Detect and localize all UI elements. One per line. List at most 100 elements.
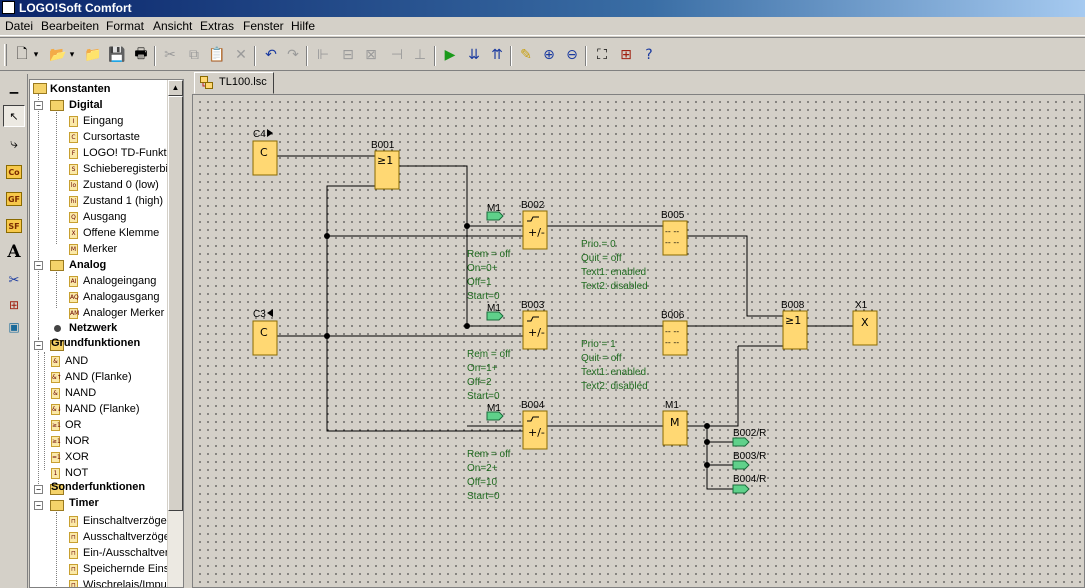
cut-connection-icon[interactable]: ✂ [8, 272, 20, 287]
connect-icon[interactable]: ⤷ [10, 134, 18, 151]
tree-item[interactable]: Ausschaltverzöge [83, 531, 170, 543]
wire[interactable] [687, 346, 739, 427]
block-body[interactable] [782, 310, 808, 350]
tree-item[interactable]: Offene Klemme [83, 227, 160, 239]
tree-item[interactable]: Speichernde Einsc [83, 563, 175, 575]
menu-hilfe[interactable]: Hilfe [291, 19, 316, 33]
zoom-in-icon[interactable]: ⊕ [543, 47, 555, 63]
select-icon[interactable]: ↖ [3, 105, 25, 127]
plc-icon[interactable]: ⊞ [8, 298, 20, 312]
block-body[interactable] [662, 320, 688, 356]
block-b004[interactable]: B004 +/- [521, 400, 548, 450]
toolbar-grip[interactable] [4, 44, 7, 66]
save-icon[interactable]: 💾 [108, 47, 126, 63]
block-m1[interactable]: M1 M [662, 400, 688, 446]
wire[interactable] [687, 235, 783, 317]
delete-icon[interactable]: ✕ [235, 47, 247, 63]
tree-item[interactable]: LOGO! TD-Funktio [83, 147, 176, 159]
block-b003[interactable]: B003 +/- [521, 300, 548, 350]
menu-format[interactable]: Format [106, 19, 145, 33]
collapse-icon[interactable]: − [34, 341, 43, 350]
block-body[interactable] [662, 410, 688, 446]
tree-item[interactable]: NAND (Flanke) [65, 403, 140, 415]
align-center-icon[interactable]: ⊟ [342, 47, 354, 63]
open-icon[interactable]: 📂 [49, 47, 67, 63]
flag-m1-a[interactable]: M1 [486, 203, 504, 221]
tree-item[interactable]: Analoger Merker [83, 307, 165, 319]
block-b006[interactable]: B006 -- -- -- -- [661, 310, 688, 356]
tree-timer[interactable]: Timer [69, 497, 99, 509]
collapse-icon[interactable]: − [34, 485, 43, 494]
wire[interactable] [687, 425, 733, 490]
reset-b004[interactable]: B004/R [732, 474, 766, 494]
tree-grundfunktionen-label[interactable]: Grundfunktionen [51, 337, 141, 349]
menu-ansicht[interactable]: Ansicht [153, 19, 193, 33]
tab-tl100[interactable]: TL100.lsc [194, 72, 274, 94]
tree-item[interactable]: OR [65, 419, 82, 431]
tree-scrollbar[interactable]: ▲ [167, 80, 183, 587]
constants-icon[interactable]: Co [3, 161, 25, 183]
tree-item[interactable]: NOR [65, 435, 90, 447]
highlight-icon[interactable]: ✎ [520, 47, 532, 63]
menu-datei[interactable]: Datei [5, 19, 34, 33]
block-b008[interactable]: B008 ≥1 [781, 300, 808, 350]
circuit-canvas[interactable]: C4 C C3 C B001 ≥1 M1 M1 M1 [192, 94, 1085, 588]
tree-item[interactable]: Ein-/Ausschaltver [83, 547, 169, 559]
block-body[interactable] [374, 150, 400, 190]
transfer-plc-pc-icon[interactable]: ⇈ [491, 47, 503, 63]
tree-item[interactable]: Analogeingang [83, 275, 157, 287]
tree-item[interactable]: Wischrelais/Impul [83, 579, 170, 588]
tree-item[interactable]: AND (Flanke) [65, 371, 132, 383]
tree-item[interactable]: Schieberegisterbi [83, 163, 168, 175]
collapse-icon[interactable]: − [34, 261, 43, 270]
block-b002[interactable]: B002 +/- [521, 200, 548, 250]
menu-fenster[interactable]: Fenster [243, 19, 284, 33]
cut-icon[interactable]: ✂ [164, 47, 176, 63]
align-top-icon[interactable]: ⊣ [390, 47, 404, 63]
tree-netzwerk[interactable]: Netzwerk [69, 322, 118, 334]
redo-icon[interactable]: ↷ [287, 47, 299, 63]
tree-analog[interactable]: Analog [69, 259, 107, 271]
align-left-icon[interactable]: ⊩ [316, 47, 330, 63]
block-x1[interactable]: X1 X [852, 300, 878, 346]
tree-item[interactable]: NAND [65, 387, 97, 399]
block-c3[interactable]: C3 C [252, 309, 278, 356]
open-recent-icon[interactable]: 📁 [84, 47, 102, 63]
copy-icon[interactable]: ⧉ [189, 47, 199, 63]
tree-item[interactable]: Zustand 1 (high) [83, 195, 164, 207]
zoom-out-icon[interactable]: ⊖ [566, 47, 578, 63]
reset-b002[interactable]: B002/R [732, 428, 766, 447]
tree-konstanten[interactable]: Konstanten [50, 83, 111, 95]
tree-item[interactable]: Cursortaste [83, 131, 140, 143]
tree-item[interactable]: AND [65, 355, 89, 367]
wire[interactable] [399, 165, 468, 325]
wire[interactable] [326, 185, 523, 432]
tree-item[interactable]: Analogausgang [83, 291, 160, 303]
tree-sonderfunktionen[interactable]: Sonderfunktionen [51, 481, 146, 493]
tree-item[interactable]: XOR [65, 451, 89, 463]
tree-item[interactable]: Ausgang [83, 211, 127, 223]
undo-icon[interactable]: ↶ [265, 47, 277, 63]
reset-b003[interactable]: B003/R [732, 451, 766, 470]
text-icon[interactable]: A [7, 242, 21, 262]
flag-m1-c[interactable]: M1 [486, 403, 504, 421]
block-body[interactable] [252, 140, 278, 176]
paste-icon[interactable]: 📋 [208, 47, 226, 63]
scroll-thumb[interactable] [168, 96, 183, 511]
scroll-up-icon[interactable]: ▲ [168, 80, 183, 96]
sf-icon[interactable]: SF [3, 215, 25, 237]
tree-item[interactable]: Einschaltverzöger [83, 515, 171, 527]
connector-icon[interactable]: ⊞ [620, 47, 632, 63]
menu-extras[interactable]: Extras [200, 19, 235, 33]
new-dropdown-icon[interactable]: ▾ [33, 50, 39, 60]
align-right-icon[interactable]: ⊠ [365, 47, 377, 63]
transfer-pc-plc-icon[interactable]: ⇊ [468, 47, 480, 63]
network-icon[interactable]: ▣ [8, 320, 20, 334]
panel-minimize-icon[interactable]: ▁ [9, 81, 19, 94]
tree-item[interactable]: Zustand 0 (low) [83, 179, 159, 191]
block-c4[interactable]: C4 C [252, 129, 278, 176]
tree-item[interactable]: Eingang [83, 115, 124, 127]
block-body[interactable] [852, 310, 878, 346]
flag-m1-b[interactable]: M1 [486, 303, 504, 321]
align-bottom-icon[interactable]: ⊥ [413, 47, 427, 63]
